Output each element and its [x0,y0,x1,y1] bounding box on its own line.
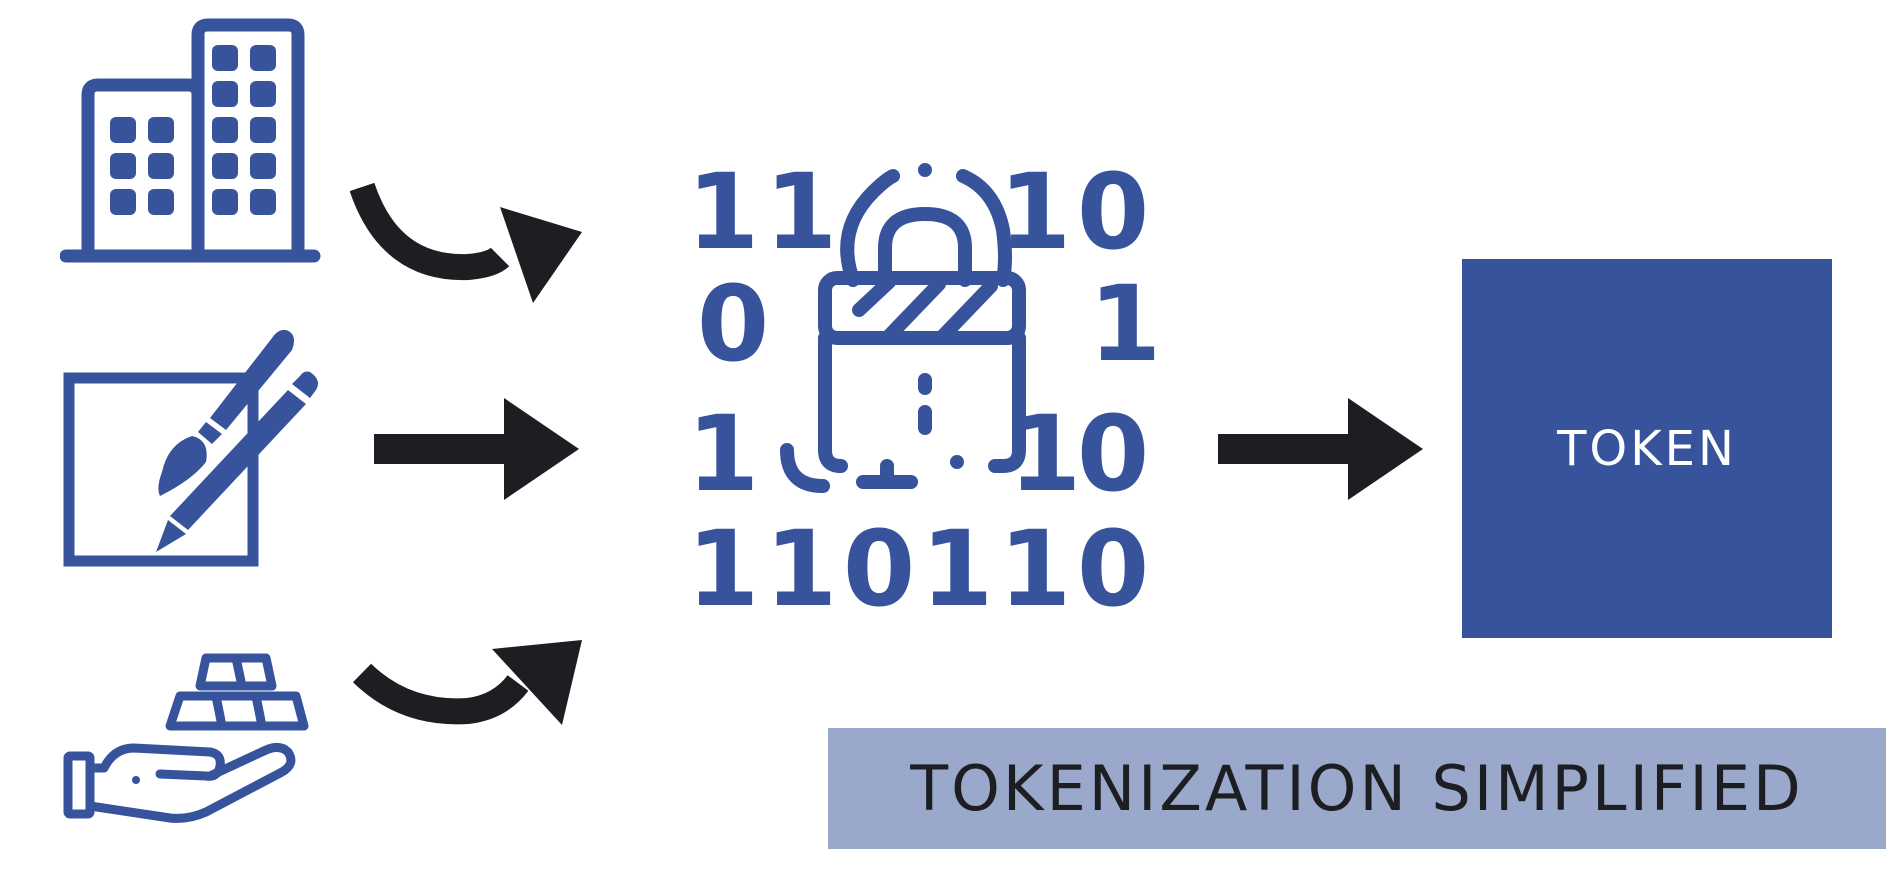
curved-arrow-bottom [350,635,590,735]
buildings-icon [60,15,325,270]
gold-bars-hand-icon [60,640,330,840]
binary-digit: 0 [1077,508,1149,620]
curved-arrow-top [350,175,590,315]
binary-digit: 1 [695,393,759,515]
binary-digit: 1 [921,508,993,620]
binary-digit: 1 [999,508,1071,620]
binary-digit: 1 [695,160,759,273]
binary-digit: 1 [765,508,837,620]
data-lock-icon: 1 1 1 0 0 1 1 1 0 1 1 0 1 1 0 [695,160,1165,620]
binary-digit: 1 [695,508,759,620]
binary-digit: 0 [697,263,769,385]
banner-title: TOKENIZATION SIMPLIFIED [910,752,1804,825]
straight-arrow-middle [374,398,584,502]
token-label: TOKEN [1557,420,1737,477]
binary-digit: 1 [1089,263,1161,385]
art-canvas-icon [60,320,330,575]
binary-digit: 1 [765,160,837,273]
binary-digit: 0 [1077,160,1149,273]
binary-digit: 0 [843,508,915,620]
straight-arrow-right [1218,398,1428,502]
binary-digit: 0 [1077,393,1149,515]
title-banner: TOKENIZATION SIMPLIFIED [828,728,1886,849]
token-box: TOKEN [1462,259,1832,638]
